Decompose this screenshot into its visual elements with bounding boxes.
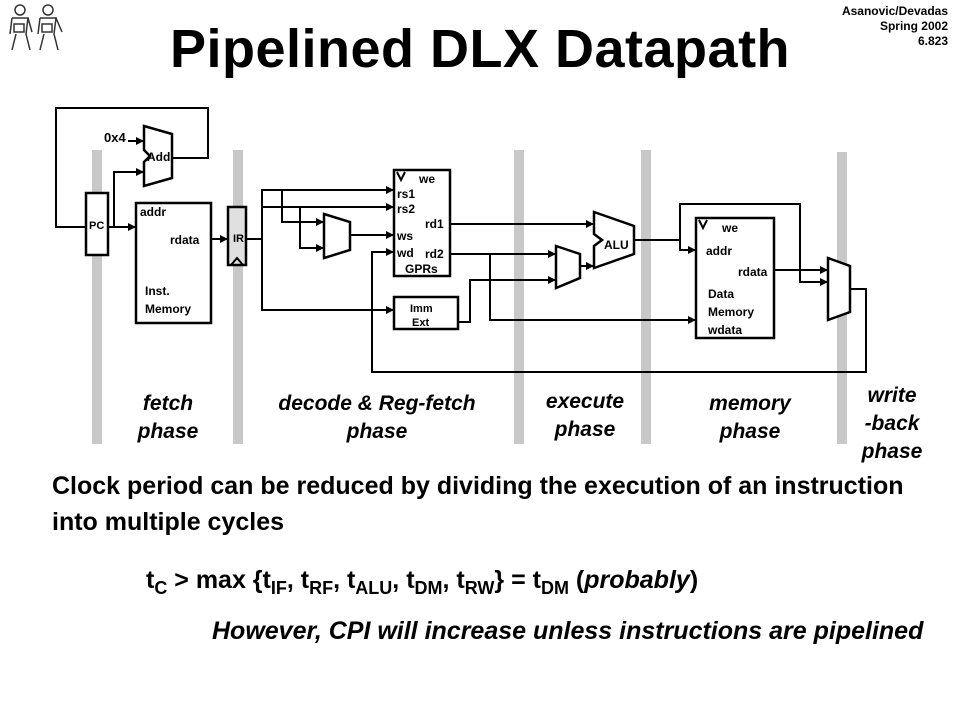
ir-imm-wire	[261, 239, 394, 311]
phase-fetch-line1: fetch	[142, 392, 194, 415]
credit-authors: Asanovic/Devadas	[841, 4, 948, 18]
eq-probably: probably	[584, 566, 690, 594]
operand-mux	[554, 244, 582, 290]
pipeline-bar-fetch	[92, 150, 102, 444]
eq-sub-dm2: DM	[540, 578, 569, 598]
eq-t: t	[146, 566, 155, 594]
pc-label: PC	[89, 220, 104, 232]
eq-paren-close: )	[689, 566, 699, 594]
eq-sep-1: , t	[286, 566, 310, 594]
writeback-loop-wire	[371, 251, 867, 373]
mit-logo	[9, 4, 63, 51]
dmem-we-mark	[698, 219, 708, 231]
gpr-rs2-label: rs2	[397, 202, 415, 216]
phase-writeback: write -back phase	[844, 382, 940, 466]
dmem-name-1: Data	[708, 287, 734, 301]
ir-clock-mark	[230, 256, 244, 266]
alu-bypass-wire	[679, 203, 828, 283]
ir-ws-a-wire	[281, 190, 324, 223]
eq-sub-rw: RW	[464, 578, 495, 598]
eq-max: > max {t	[167, 566, 271, 594]
phase-fetch-line2: phase	[137, 420, 199, 443]
eq-paren-open: (	[568, 566, 585, 594]
phase-memory-line1: memory	[709, 392, 791, 415]
phase-fetch: fetch phase	[118, 390, 218, 446]
credit-course: 6.823	[917, 34, 948, 48]
dmem-wdata-label: wdata	[707, 323, 742, 337]
adder-label: Add	[147, 150, 170, 164]
gpr-wd-label: wd	[396, 246, 414, 260]
eq-sub-rf: RF	[309, 578, 334, 598]
gpr-ws-label: ws	[396, 229, 413, 243]
dmem-addr-label: addr	[706, 244, 732, 258]
phase-decode: decode & Reg-fetch phase	[255, 390, 499, 446]
credit-term: Spring 2002	[879, 19, 948, 33]
gpr-rd2-label: rd2	[425, 247, 444, 261]
imem-name-1: Inst.	[145, 284, 170, 298]
imem-name-2: Memory	[145, 302, 191, 316]
eq-sep-3: , t	[392, 566, 415, 594]
eq-sub-alu: ALU	[355, 578, 393, 598]
pc-adder	[142, 124, 174, 188]
gpr-file	[392, 168, 452, 278]
imem-rdata-label: rdata	[170, 233, 200, 247]
pc-to-adder-wire	[113, 171, 144, 227]
gpr-rd1-label: rd1	[425, 217, 444, 231]
phase-writeback-line3: phase	[861, 440, 923, 463]
dmem-rdata-label: rdata	[738, 265, 768, 279]
phase-execute-line2: phase	[554, 418, 616, 441]
imem-addr-label: addr	[140, 205, 166, 219]
eq-sub-dm: DM	[414, 578, 443, 598]
timing-equation: tC > max {tIF, tRF, tALU, tDM, tRW} = tD…	[146, 566, 698, 599]
gpr-we-label: we	[418, 172, 435, 186]
clock-period-text: Clock period can be reduced by dividing …	[52, 472, 904, 536]
pipeline-bar-decode	[233, 150, 243, 444]
imm-to-mux-wire	[458, 279, 556, 323]
imm-label-2: Ext	[412, 317, 429, 329]
pipeline-bar-memory	[641, 150, 651, 444]
phase-execute: execute phase	[530, 388, 640, 444]
phase-writeback-line1: write	[867, 384, 917, 407]
alu-label: ALU	[604, 238, 629, 252]
instruction-memory	[134, 201, 213, 325]
ir-ws-b-wire	[299, 207, 324, 249]
dmem-we-label: we	[721, 221, 738, 235]
const-label: 0x4	[104, 130, 126, 145]
dmem-name-2: Memory	[708, 305, 754, 319]
gpr-we-mark	[396, 171, 406, 183]
phase-memory-line2: phase	[719, 420, 781, 443]
ir-rs1-wire	[246, 189, 394, 240]
page-title: Pipelined DLX Datapath	[169, 19, 791, 79]
gpr-rs1-label: rs1	[397, 187, 415, 201]
alu	[592, 210, 636, 270]
phase-memory: memory phase	[690, 390, 810, 446]
pc-feedback-wire	[55, 107, 209, 228]
gpr-name-label: GPRs	[405, 262, 438, 276]
phase-decode-line1: decode & Reg-fetch	[278, 392, 476, 415]
ws-mux	[322, 212, 352, 260]
eq-equals: } = t	[494, 566, 541, 594]
phase-execute-line1: execute	[545, 390, 625, 413]
cpi-note: However, CPI will increase unless instru…	[212, 617, 924, 645]
phase-decode-line2: phase	[346, 420, 408, 443]
writeback-mux	[826, 256, 852, 322]
store-data-wire	[489, 254, 696, 321]
ir-register	[226, 205, 248, 267]
eq-sep-2: , t	[333, 566, 356, 594]
pc-register	[84, 191, 110, 257]
eq-sep-4: , t	[442, 566, 465, 594]
phase-writeback-line2: -back	[864, 412, 920, 435]
credit: Asanovic/Devadas Spring 2002 6.823	[842, 4, 948, 49]
data-memory	[694, 216, 776, 340]
ir-label: IR	[233, 233, 244, 245]
eq-sub-if: IF	[270, 578, 287, 598]
imm-ext	[392, 295, 460, 331]
eq-sub-c: C	[154, 578, 168, 598]
pipeline-bar-execute	[514, 150, 524, 444]
imm-label-1: Imm	[410, 303, 433, 315]
